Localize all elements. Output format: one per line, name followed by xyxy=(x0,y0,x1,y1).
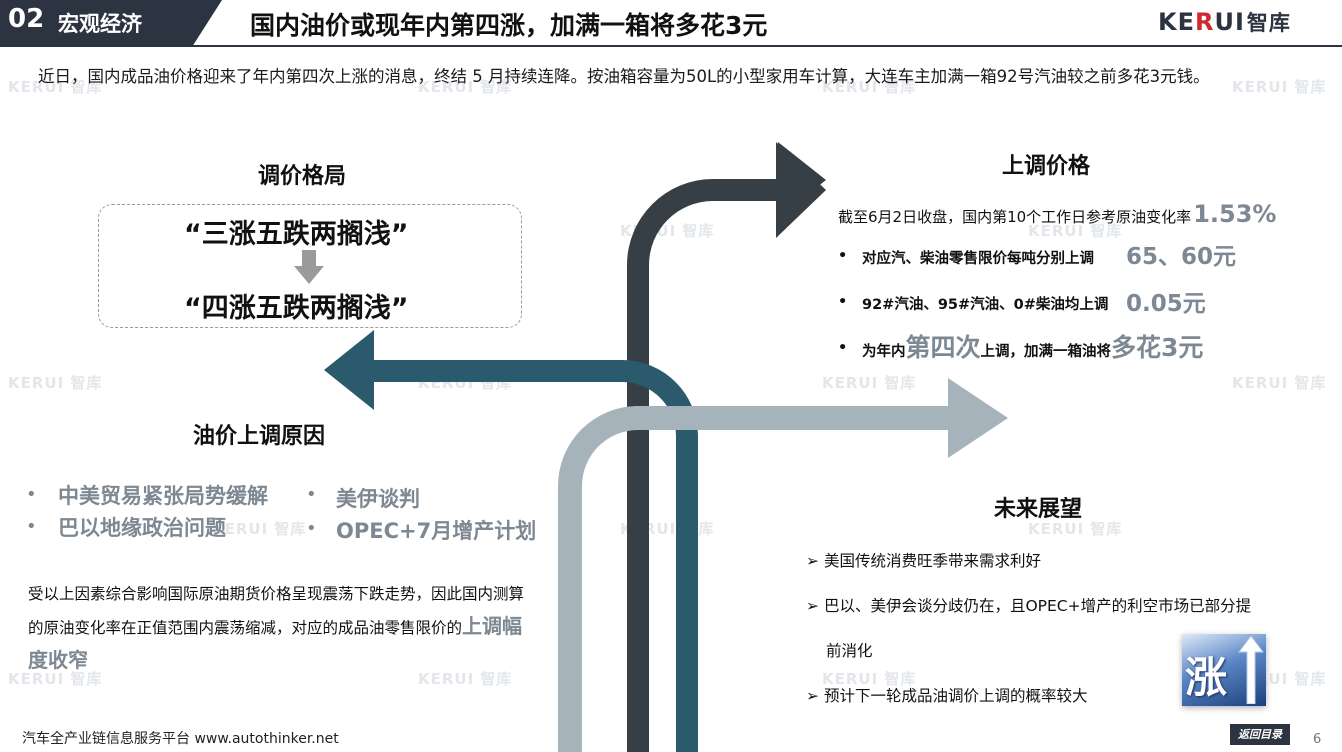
section-number: 02 xyxy=(8,4,45,34)
intro-paragraph: 近日，国内成品油价格迎来了年内第四次上涨的消息，终结 5 月持续连降。按油箱容量… xyxy=(38,67,1210,86)
up-item-2-value: 0.05元 xyxy=(1126,291,1206,317)
watermark: KERUI 智库 xyxy=(1028,222,1123,240)
watermark: KERUI 智库 xyxy=(8,670,103,688)
watermark: KERUI 智库 xyxy=(822,670,917,688)
section-tab xyxy=(0,0,222,47)
watermark: KERUI 智库 xyxy=(1028,520,1123,538)
up-lead: 截至6月2日收盘，国内第10个工作日参考原油变化率1.53% xyxy=(838,200,1276,228)
outlook-heading: 未来展望 xyxy=(994,497,1083,522)
bullet-icon: • xyxy=(26,516,37,537)
logo-part: 智库 xyxy=(1246,11,1291,35)
arrowhead-bullet-icon: ➢ xyxy=(806,597,819,615)
pattern-box xyxy=(98,204,522,328)
arrow-right-light xyxy=(558,378,1008,752)
outlook-item-3: ➢ 预计下一轮成品油调价上调的概率较大 xyxy=(806,684,1087,706)
up-item-3-mid: 上调，加满一箱油将 xyxy=(980,344,1112,360)
watermark: KERUI 智库 xyxy=(418,670,513,688)
watermark: KERUI 智库 xyxy=(8,78,103,96)
outlook-item-1-text: 美国传统消费旺季带来需求利好 xyxy=(823,552,1041,570)
pattern-heading: 调价格局 xyxy=(258,164,347,189)
header-rule xyxy=(180,45,1342,47)
outlook-item-3-text: 预计下一轮成品油调价上调的概率较大 xyxy=(823,687,1088,705)
arrowhead-bullet-icon: ➢ xyxy=(806,687,819,705)
down-arrow-icon xyxy=(294,250,324,284)
arrow-down-left xyxy=(324,330,698,752)
watermark: KERUI 智库 xyxy=(822,374,917,392)
crude-change-rate: 1.53% xyxy=(1193,200,1277,228)
up-item-2-text: 92#汽油、95#汽油、0#柴油均上调 xyxy=(862,297,1109,313)
up-item-1-text: 对应汽、柴油零售限价每吨分别上调 xyxy=(862,251,1094,267)
watermark: KERUI 智库 xyxy=(418,78,513,96)
up-arrow-icon xyxy=(1238,636,1264,704)
page-number: 6 xyxy=(1313,732,1322,747)
pattern-after: “四涨五跌两搁浅” xyxy=(184,293,409,324)
bullet-icon: • xyxy=(838,294,848,310)
watermark: KERUI 智库 xyxy=(822,78,917,96)
reasons-heading: 油价上调原因 xyxy=(193,424,326,449)
up-item-3: 为年内第四次上调，加满一箱油将多花3元 xyxy=(862,328,1203,364)
up-item-3-pre: 为年内 xyxy=(862,344,906,360)
logo-part: KE xyxy=(1158,8,1195,36)
reasons-summary-text: 受以上因素综合影响国际原油期货价格呈现震荡下跌走势，因此国内测算的原油变化率在正… xyxy=(28,585,525,637)
up-item-3-emphasis: 多花3元 xyxy=(1111,333,1204,362)
bullet-icon: • xyxy=(838,248,848,264)
watermark: KERUI 智库 xyxy=(1232,374,1327,392)
reason-item: 美伊谈判 xyxy=(336,487,420,511)
back-to-contents-button[interactable]: 返回目录 xyxy=(1230,724,1290,745)
pattern-before: “三涨五跌两搁浅” xyxy=(184,219,409,250)
watermark: KERUI 智库 xyxy=(8,374,103,392)
outlook-item-2-continued: 前消化 xyxy=(826,642,873,660)
up-heading: 上调价格 xyxy=(1002,154,1091,179)
page-title: 国内油价或现年内第四涨，加满一箱将多花3元 xyxy=(250,11,768,40)
up-item-1-value: 65、60元 xyxy=(1126,244,1237,270)
bullet-icon: • xyxy=(306,518,317,539)
logo-part: UI xyxy=(1214,8,1245,36)
section-name: 宏观经济 xyxy=(58,12,142,36)
outlook-item-2: ➢ 巴以、美伊会谈分歧仍在，且OPEC+增产的利空市场已部分提 xyxy=(806,594,1251,616)
up-item-3-emphasis: 第四次 xyxy=(905,333,981,362)
watermark: KERUI 智库 xyxy=(1232,78,1327,96)
arrowhead-bullet-icon: ➢ xyxy=(806,552,819,570)
watermark: KERUI 智库 xyxy=(212,520,307,538)
arrow-up-right-body xyxy=(627,142,826,752)
brand-logo: KERUI智库 xyxy=(1158,7,1291,37)
up-lead-text: 截至6月2日收盘，国内第10个工作日参考原油变化率 xyxy=(838,208,1192,226)
rise-badge-char: 涨 xyxy=(1185,653,1228,702)
footer-text: 汽车全产业链信息服务平台 www.autothinker.net xyxy=(22,731,339,747)
bullet-icon: • xyxy=(26,484,37,505)
reason-item: 巴以地缘政治问题 xyxy=(58,516,226,540)
reasons-summary: 受以上因素综合影响国际原油期货价格呈现震荡下跌走势，因此国内测算的原油变化率在正… xyxy=(28,578,528,678)
reason-item: 中美贸易紧张局势缓解 xyxy=(58,484,268,508)
reason-item: OPEC+7月增产计划 xyxy=(336,519,537,543)
bullet-icon: • xyxy=(838,340,848,356)
logo-part: R xyxy=(1195,8,1215,36)
bullet-icon: • xyxy=(306,484,317,505)
arrow-up-right xyxy=(630,142,826,752)
outlook-item-2-text: 巴以、美伊会谈分歧仍在，且OPEC+增产的利空市场已部分提 xyxy=(823,597,1252,615)
outlook-item-1: ➢ 美国传统消费旺季带来需求利好 xyxy=(806,549,1041,571)
reasons-summary-emphasis: 上调幅度收窄 xyxy=(28,614,523,672)
